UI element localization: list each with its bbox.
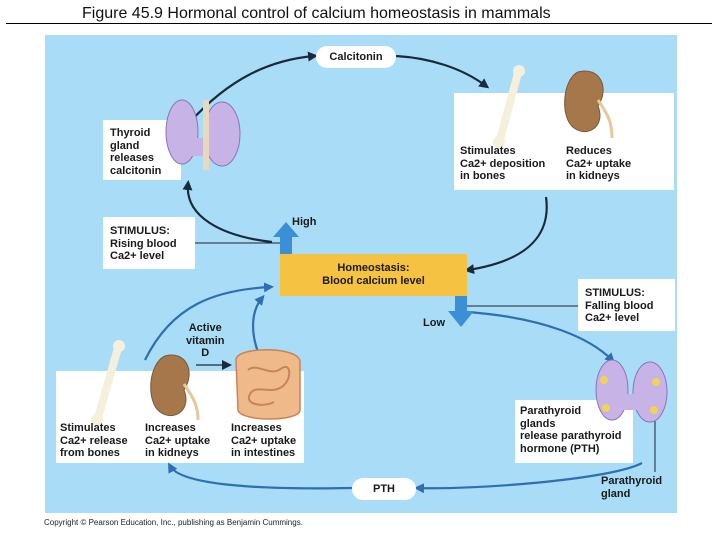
pth-pill: PTH	[352, 478, 416, 500]
intestine-illustration	[235, 349, 301, 420]
calcitonin-label: Calcitonin	[329, 51, 383, 63]
intestine-uptake-label: Increases Ca2+ uptake in intestines	[231, 422, 297, 459]
high-label: High	[292, 216, 317, 228]
stimulus-high-box	[103, 217, 195, 269]
kidney-top	[564, 70, 614, 139]
thyroid-label: Thyroid gland releases calcitonin	[110, 127, 162, 177]
arrow-parathyroid-to-pth	[414, 462, 643, 494]
arrow-pth-to-effects	[168, 462, 353, 490]
stimulus-low-label: STIMULUS: Falling blood Ca2+ level	[585, 287, 654, 324]
low-arrow	[448, 296, 474, 327]
arrow-effects-to-homeostasis	[464, 196, 548, 275]
arrow-calcitonin-to-effects	[395, 54, 490, 89]
stimulus-low-box	[578, 279, 675, 331]
parathyroid-gland-label: Parathyroid gland	[601, 475, 663, 500]
high-arrow	[273, 222, 299, 256]
arrow-low-to-parathyroid	[467, 310, 615, 363]
figure-title: Figure 45.9 Hormonal control of calcium …	[82, 5, 551, 22]
vitamin-d-label: Active vitamin D	[186, 322, 225, 359]
deposition-label: Stimulates Ca2+ deposition in bones	[460, 145, 546, 182]
thyroid-illustration	[165, 99, 241, 170]
pth-label: PTH	[373, 483, 395, 495]
homeostasis-label: Homeostasis: Blood calcium level	[322, 262, 425, 287]
low-label: Low	[423, 317, 445, 329]
calcitonin-pill: Calcitonin	[316, 46, 396, 68]
arrow-effects-to-homeostasis-bottom	[144, 282, 274, 361]
stimulus-high-label: STIMULUS: Rising blood Ca2+ level	[110, 225, 177, 262]
bone-bottom	[91, 340, 125, 426]
reduces-uptake-label: Reduces Ca2+ uptake in kidneys	[566, 145, 632, 182]
bone-top	[493, 65, 525, 148]
arrow-high-to-thyroid	[182, 180, 273, 244]
kidney-uptake-label: Increases Ca2+ uptake in kidneys	[145, 422, 211, 459]
arrow-intestine-to-homeostasis	[252, 294, 265, 353]
calcitonin-effects-box	[454, 93, 674, 190]
release-bones-label: Stimulates Ca2+ release from bones	[60, 422, 128, 459]
kidney-bottom	[150, 354, 200, 421]
parathyroid-illustration	[595, 359, 668, 423]
homeostasis-box: Homeostasis: Blood calcium level	[280, 254, 467, 296]
copyright: Copyright © Pearson Education, Inc., pub…	[44, 518, 303, 527]
title-rule	[6, 23, 712, 24]
parathyroid-releases-label: Parathyroid glands release parathyroid h…	[520, 405, 622, 455]
